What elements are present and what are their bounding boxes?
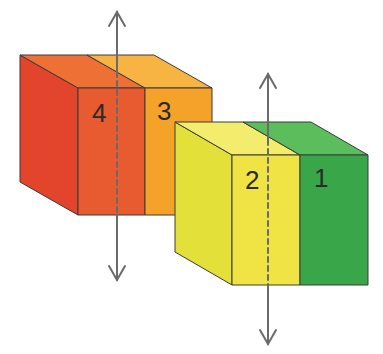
slab-face: 2 bbox=[232, 155, 300, 285]
arrow-head bbox=[260, 330, 276, 344]
callout-number: 4 bbox=[92, 100, 106, 126]
top-face bbox=[87, 55, 212, 88]
axis-arrow bbox=[109, 12, 125, 280]
slab-face: 1 bbox=[300, 155, 368, 285]
arrow-head bbox=[109, 266, 125, 280]
callout-number: 3 bbox=[157, 98, 171, 124]
slab-face: 3 bbox=[145, 88, 212, 215]
axis-arrow bbox=[260, 74, 276, 344]
axis-line bbox=[267, 74, 269, 140]
front-face bbox=[78, 88, 145, 215]
top-face bbox=[243, 122, 368, 155]
front-face bbox=[300, 155, 368, 285]
axis-line bbox=[116, 215, 118, 280]
callout-number: 2 bbox=[245, 167, 259, 193]
slab-face: 4 bbox=[78, 88, 145, 215]
axis-line bbox=[267, 285, 269, 344]
front-face bbox=[232, 155, 300, 285]
arrow-head bbox=[260, 74, 276, 88]
axis-hidden bbox=[267, 140, 269, 285]
callout-number: 1 bbox=[314, 165, 328, 191]
arrow-head bbox=[109, 12, 125, 26]
axis-line bbox=[116, 12, 118, 72]
axis-hidden bbox=[116, 72, 118, 215]
